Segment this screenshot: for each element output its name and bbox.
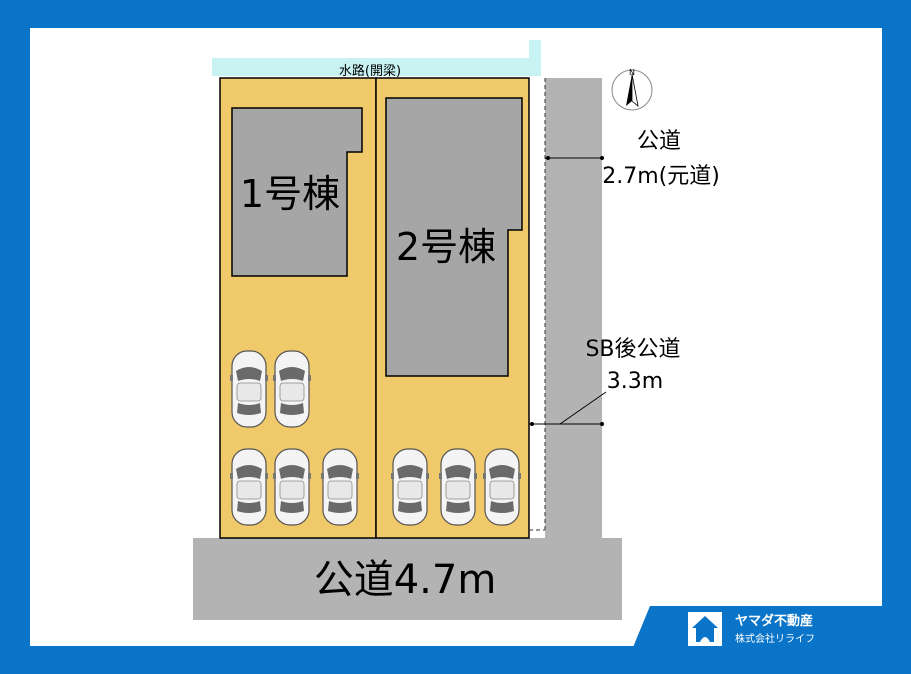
side-road-width: 2.7m(元道) xyxy=(602,164,720,189)
car-parking xyxy=(229,350,269,428)
brand-name: ヤマダ不動産 xyxy=(735,614,814,629)
dimension-dot xyxy=(600,156,604,160)
dimension-dot xyxy=(546,156,550,160)
car-parking xyxy=(272,350,312,428)
front-road-label: 公道4.7m xyxy=(314,557,497,603)
waterway-label: 水路(開梁) xyxy=(339,63,401,79)
leader-line-sb xyxy=(559,391,607,425)
sb-road-name: SB後公道 xyxy=(585,337,680,362)
building-1-label: 1号棟 xyxy=(240,172,340,216)
north-label: N xyxy=(629,68,635,77)
car-parking xyxy=(390,448,430,526)
waterway xyxy=(212,40,541,76)
dimension-dot xyxy=(530,422,534,426)
house-logo-icon xyxy=(688,612,722,646)
side-road xyxy=(545,78,602,538)
side-road-name: 公道 xyxy=(637,129,681,154)
building-2-label: 2号棟 xyxy=(396,225,496,269)
front-road xyxy=(193,538,622,620)
dimension-dot xyxy=(600,422,604,426)
car-parking xyxy=(272,448,312,526)
brand-company: 株式会社リライフ xyxy=(735,634,815,645)
north-arrow-icon: N xyxy=(611,68,653,111)
sb-road-width: 3.3m xyxy=(607,369,663,394)
car-parking xyxy=(320,448,360,526)
car-parking xyxy=(229,448,269,526)
building-1 xyxy=(231,107,363,277)
building-2 xyxy=(385,97,523,377)
car-parking xyxy=(438,448,478,526)
car-parking xyxy=(482,448,522,526)
